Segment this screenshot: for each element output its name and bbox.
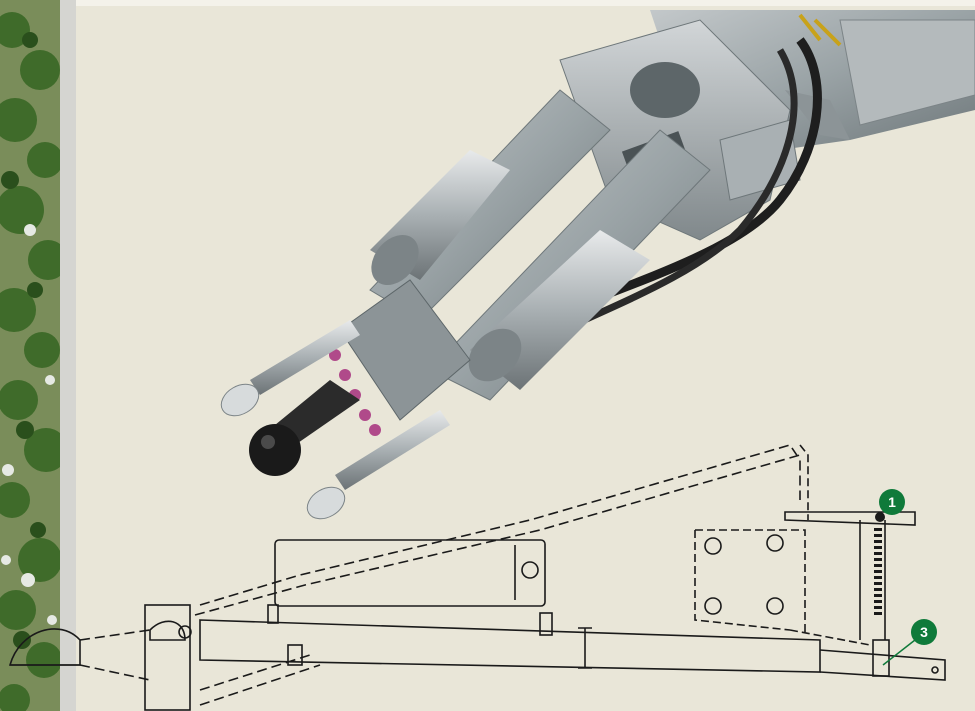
top-edge [76, 0, 975, 6]
callout-label-3: 3 [920, 624, 928, 640]
callout-badge-1: 1 [879, 489, 905, 515]
callout-label-1: 1 [888, 494, 896, 510]
divider-bar [60, 0, 76, 711]
callout-badge-3: 3 [911, 619, 937, 645]
foliage-strip [0, 0, 60, 711]
